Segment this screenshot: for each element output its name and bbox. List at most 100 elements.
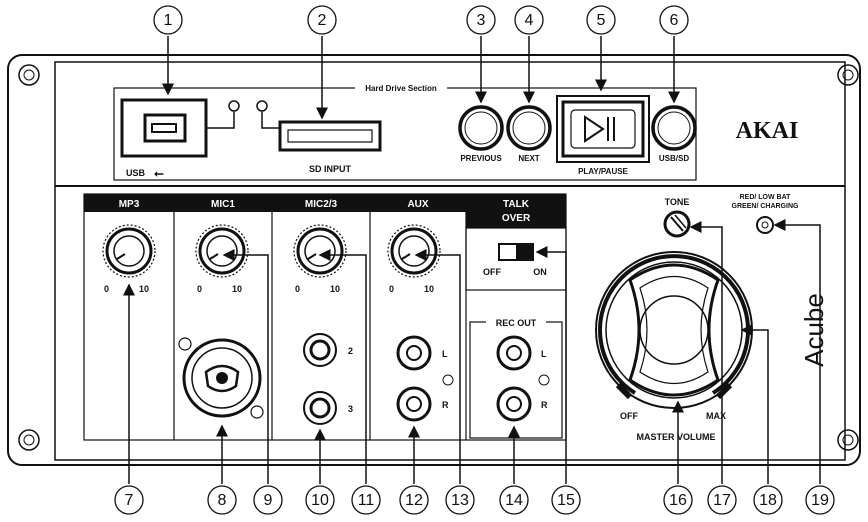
usb-label: USB [126, 168, 146, 178]
led-label-1: RED/ LOW BAT [740, 194, 792, 201]
scale-min-label-1: 0 [104, 284, 109, 294]
svg-text:11: 11 [358, 492, 375, 509]
switch-off-label: OFF [483, 267, 501, 277]
scale-max-label-2: 10 [232, 284, 242, 294]
switch-on-label: ON [533, 267, 547, 277]
aux-knob[interactable] [387, 224, 441, 278]
sd-slot[interactable] [278, 120, 382, 152]
aux-r-label: R [442, 400, 449, 410]
callout-1: 1 [153, 5, 183, 35]
status-led [756, 216, 774, 234]
talk-header-1: TALK [503, 199, 530, 210]
acube-brand: Acube [799, 293, 829, 367]
usb-led [228, 100, 240, 112]
talk-over-switch[interactable] [498, 243, 534, 261]
mic3-jack[interactable] [303, 391, 337, 425]
callout-5: 5 [586, 5, 616, 35]
mic2-jack[interactable] [303, 333, 337, 367]
callout-11: 11 [351, 485, 381, 515]
callout-13: 13 [445, 485, 475, 515]
callout-2: 2 [307, 5, 337, 35]
rec-out-label: REC OUT [496, 318, 537, 328]
rec-l-label: L [541, 349, 547, 359]
svg-text:8: 8 [218, 492, 227, 509]
svg-text:19: 19 [811, 492, 829, 509]
callout-6: 6 [659, 5, 689, 35]
svg-text:5: 5 [597, 12, 606, 29]
svg-text:3: 3 [477, 12, 486, 29]
svg-text:7: 7 [125, 492, 134, 509]
svg-text:13: 13 [451, 492, 469, 509]
callout-12: 12 [399, 485, 429, 515]
aux-header: AUX [407, 199, 428, 210]
usb-icon: ⭠ [154, 166, 164, 180]
play-pause-label: PLAY/PAUSE [578, 167, 628, 176]
tone-label: TONE [665, 197, 690, 207]
sd-led [256, 100, 268, 112]
aux-l-label: L [442, 349, 448, 359]
svg-text:15: 15 [557, 492, 575, 509]
rec-r-label: R [541, 400, 548, 410]
mic1-header: MIC1 [211, 199, 235, 210]
callout-17: 17 [707, 485, 737, 515]
svg-text:16: 16 [669, 492, 687, 509]
mic23-header: MIC2/3 [305, 199, 338, 210]
svg-text:6: 6 [670, 12, 679, 29]
inner-frame [54, 61, 846, 461]
screw-icon [18, 64, 859, 451]
next-label: NEXT [518, 154, 539, 163]
svg-text:12: 12 [405, 492, 423, 509]
mic1-knob[interactable] [195, 224, 249, 278]
callout-15: 15 [551, 485, 581, 515]
mic1-combo-jack[interactable] [178, 337, 264, 419]
master-max-label: MAX [706, 411, 726, 421]
svg-text:18: 18 [759, 492, 777, 509]
callout-14: 14 [499, 485, 529, 515]
master-volume-label: MASTER VOLUME [636, 432, 715, 442]
usb-sd-label: USB/SD [659, 154, 689, 163]
mic23-knob[interactable] [293, 224, 347, 278]
sd-label: SD INPUT [309, 164, 352, 174]
svg-text:14: 14 [505, 492, 523, 509]
master-off-label: OFF [620, 411, 638, 421]
callout-19: 19 [805, 485, 835, 515]
rec-out-l-jack[interactable] [496, 335, 532, 371]
outer-panel [7, 54, 861, 466]
svg-text:2: 2 [318, 12, 327, 29]
play-pause-button[interactable] [556, 95, 650, 163]
rec-out-r-jack[interactable] [496, 386, 532, 422]
svg-text:9: 9 [264, 492, 273, 509]
callout-10: 10 [305, 485, 335, 515]
talk-header-2: OVER [502, 213, 531, 224]
callout-7: 7 [114, 485, 144, 515]
previous-label: PREVIOUS [460, 154, 502, 163]
tone-knob[interactable] [663, 210, 691, 238]
section-title: Hard Drive Section [365, 84, 437, 93]
previous-button[interactable] [458, 105, 504, 151]
mp3-knob[interactable] [102, 224, 156, 278]
callout-18: 18 [753, 485, 783, 515]
svg-text:17: 17 [713, 492, 731, 509]
callout-4: 4 [514, 5, 544, 35]
usb-port[interactable] [120, 98, 208, 158]
brand-logo: AKAI [736, 118, 799, 144]
scale-max-label-3: 10 [330, 284, 340, 294]
aux-l-jack[interactable] [396, 335, 432, 371]
aux-r-jack[interactable] [396, 386, 432, 422]
callout-16: 16 [663, 485, 693, 515]
svg-text:1: 1 [164, 12, 173, 29]
scale-min-label-3: 0 [295, 284, 300, 294]
next-button[interactable] [506, 105, 552, 151]
callout-3: 3 [466, 5, 496, 35]
svg-text:4: 4 [525, 12, 534, 29]
usb-sd-button[interactable] [651, 105, 697, 151]
led-label-2: GREEN/ CHARGING [732, 203, 799, 210]
jack-2-label: 2 [348, 346, 353, 356]
master-volume-knob[interactable] [595, 251, 753, 409]
callout-9: 9 [253, 485, 283, 515]
mp3-header: MP3 [119, 199, 140, 210]
scale-max-label-1: 10 [139, 284, 149, 294]
svg-text:10: 10 [311, 492, 329, 509]
